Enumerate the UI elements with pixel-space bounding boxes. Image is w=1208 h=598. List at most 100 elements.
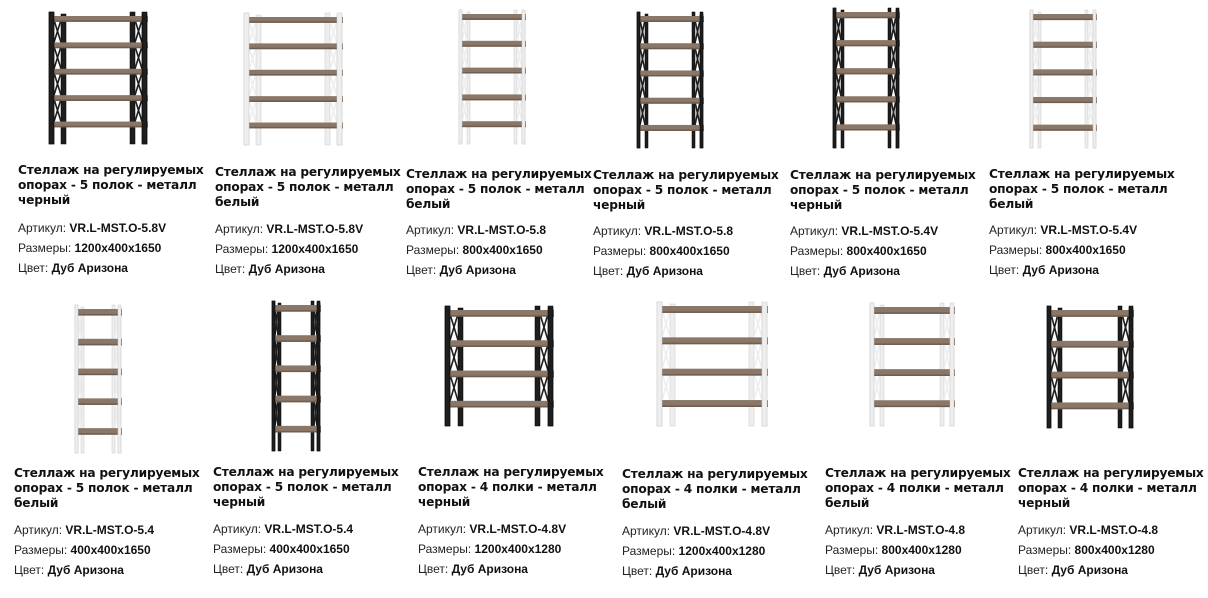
- spec-article-value: VR.L-MST.O-4.8V: [469, 522, 567, 536]
- product-image[interactable]: [832, 7, 902, 150]
- product-image[interactable]: [243, 12, 345, 147]
- product-image[interactable]: [656, 301, 770, 428]
- spec-color: Цвет: Дуб Аризона: [790, 261, 980, 281]
- spec-size-label: Размеры:: [790, 244, 844, 258]
- shelf-board: [1031, 124, 1097, 131]
- product-card[interactable]: Стеллаж на регулируемых опорах - 5 полок…: [215, 0, 405, 298]
- product-image[interactable]: [869, 302, 957, 428]
- frame-brace: [835, 72, 842, 97]
- product-image[interactable]: [48, 11, 150, 146]
- product-card[interactable]: Стеллаж на регулируемых опорах - 4 полки…: [825, 298, 1015, 598]
- frame-post: [879, 304, 885, 427]
- shelf-edge: [76, 314, 122, 316]
- shelf-board: [834, 124, 900, 131]
- product-image[interactable]: [458, 9, 528, 146]
- product-card[interactable]: Стеллаж на регулируемых опорах - 4 полки…: [418, 298, 608, 598]
- spec-size: Размеры: 1200x400x1650: [18, 238, 208, 258]
- spec-color-value: Дуб Аризона: [246, 562, 323, 576]
- product-card[interactable]: Стеллаж на регулируемых опорах - 4 полки…: [1018, 298, 1208, 598]
- product-image[interactable]: [1046, 305, 1136, 430]
- shelf-board: [50, 95, 148, 101]
- frame-brace: [53, 19, 62, 43]
- product-title[interactable]: Стеллаж на регулируемых опорах - 4 полки…: [622, 467, 808, 511]
- frame-post: [748, 301, 755, 427]
- spec-article-label: Артикул:: [593, 224, 642, 238]
- spec-color-value: Дуб Аризона: [823, 264, 900, 278]
- frame-brace: [1121, 375, 1130, 403]
- product-card[interactable]: Стеллаж на регулируемых опорах - 5 полок…: [790, 0, 980, 298]
- frame-front-post: [271, 300, 276, 452]
- product-title[interactable]: Стеллаж на регулируемых опорах - 5 полок…: [18, 163, 204, 207]
- spec-size-label: Размеры:: [622, 544, 676, 558]
- spec-color-value: Дуб Аризона: [858, 563, 935, 577]
- frame-brace: [248, 47, 257, 71]
- spec-color-label: Цвет:: [406, 263, 437, 277]
- spec-article-value: VR.L-MST.O-5.8: [457, 223, 547, 237]
- frame-brace: [1087, 17, 1094, 42]
- product-title[interactable]: Стеллаж на регулируемых опорах - 5 полок…: [213, 465, 399, 509]
- frame-brace: [835, 100, 842, 125]
- spec-article-value: VR.L-MST.O-5.8V: [69, 221, 167, 235]
- spec-color-value: Дуб Аризона: [248, 262, 325, 276]
- spec-article-label: Артикул:: [622, 524, 671, 538]
- frame-front-post: [1128, 305, 1134, 429]
- shelf-edge: [273, 310, 321, 312]
- shelf-board: [446, 340, 554, 347]
- product-image[interactable]: [444, 305, 556, 428]
- frame-brace: [449, 313, 459, 341]
- spec-size: Размеры: 800x400x1650: [406, 240, 596, 260]
- frame-brace: [694, 47, 701, 71]
- spec-size: Размеры: 800x400x1280: [1018, 540, 1208, 560]
- frame-brace: [1087, 100, 1094, 125]
- product-card[interactable]: Стеллаж на регулируемых опорах - 5 полок…: [14, 298, 204, 598]
- shelf-board: [834, 40, 900, 47]
- spec-color-label: Цвет:: [215, 262, 246, 276]
- frame-post: [1057, 307, 1063, 429]
- spec-color-label: Цвет:: [1018, 563, 1049, 577]
- spec-color-value: Дуб Аризона: [51, 261, 128, 275]
- shelf-edge: [245, 126, 343, 129]
- shelf-edge: [871, 374, 955, 376]
- product-image[interactable]: [636, 11, 706, 150]
- frame-brace: [1121, 313, 1130, 342]
- product-title[interactable]: Стеллаж на регулируемых опорах - 4 полки…: [825, 466, 1011, 510]
- product-image[interactable]: [74, 304, 124, 455]
- product-card[interactable]: Стеллаж на регулируемых опорах - 4 полки…: [622, 298, 812, 598]
- spec-size: Размеры: 400x400x1650: [14, 540, 204, 560]
- shelf-edge: [446, 315, 554, 317]
- product-card[interactable]: Стеллаж на регулируемых опорах - 5 полок…: [18, 0, 208, 298]
- frame-brace: [694, 19, 701, 44]
- frame-brace: [53, 72, 62, 96]
- product-card[interactable]: Стеллаж на регулируемых опорах - 5 полок…: [593, 0, 783, 298]
- frame-brace: [134, 46, 143, 70]
- product-title[interactable]: Стеллаж на регулируемых опорах - 4 полки…: [1018, 466, 1204, 510]
- product-title[interactable]: Стеллаж на регулируемых опорах - 4 полки…: [418, 465, 604, 509]
- product-title[interactable]: Стеллаж на регулируемых опорах - 5 полок…: [790, 168, 976, 212]
- shelf-board: [658, 368, 768, 376]
- spec-size: Размеры: 800x400x1650: [593, 241, 783, 261]
- product-title[interactable]: Стеллаж на регулируемых опорах - 5 полок…: [215, 165, 401, 209]
- shelf-edge: [245, 74, 343, 76]
- spec-size-value: 800x400x1280: [1074, 543, 1155, 557]
- shelf-board: [638, 70, 704, 77]
- shelf-edge: [1031, 18, 1097, 21]
- spec-article-value: VR.L-MST.O-5.4V: [1040, 223, 1138, 237]
- product-title[interactable]: Стеллаж на регулируемых опорах - 5 полок…: [989, 167, 1175, 211]
- spec-color-value: Дуб Аризона: [47, 563, 124, 577]
- spec-size-value: 1200x400x1650: [271, 242, 359, 256]
- product-title[interactable]: Стеллаж на регулируемых опорах - 5 полок…: [406, 167, 592, 211]
- shelf-edge: [446, 345, 554, 347]
- product-card[interactable]: Стеллаж на регулируемых опорах - 5 полок…: [406, 0, 596, 298]
- frame-front-post: [141, 11, 148, 145]
- frame-post: [255, 14, 262, 146]
- product-title[interactable]: Стеллаж на регулируемых опорах - 5 полок…: [593, 168, 779, 212]
- product-title[interactable]: Стеллаж на регулируемых опорах - 5 полок…: [14, 466, 200, 510]
- shelf-edge: [50, 125, 148, 128]
- product-card[interactable]: Стеллаж на регулируемых опорах - 5 полок…: [213, 298, 403, 598]
- product-image[interactable]: [1029, 9, 1099, 150]
- product-image[interactable]: [271, 300, 323, 453]
- spec-size-label: Размеры:: [1018, 543, 1072, 557]
- product-card[interactable]: Стеллаж на регулируемых опорах - 5 полок…: [989, 0, 1179, 298]
- frame-brace: [539, 313, 549, 341]
- frame-front-post: [869, 302, 875, 427]
